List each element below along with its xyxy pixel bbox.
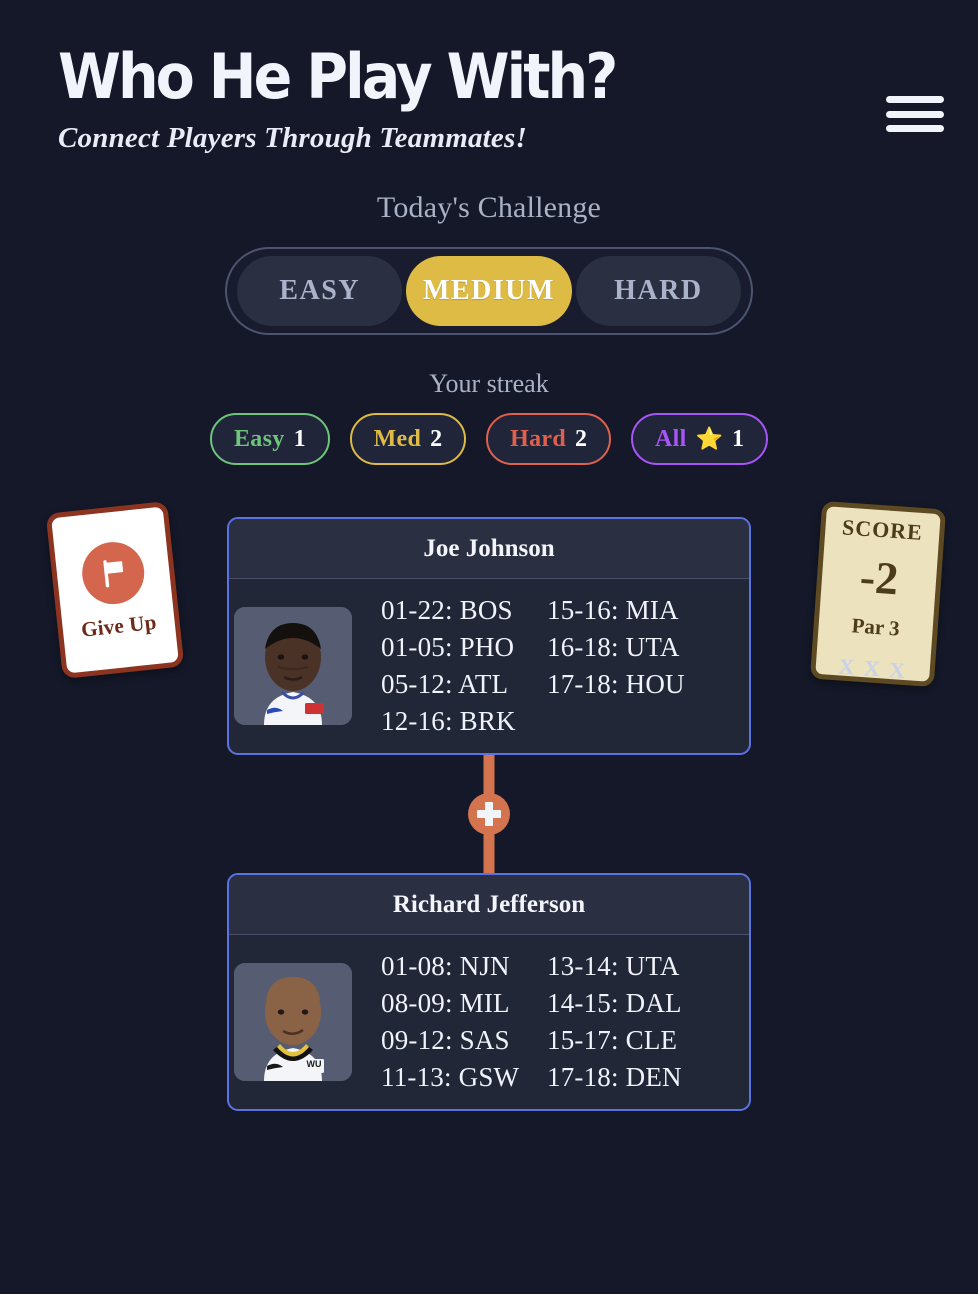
streak-badge-all-count: 1: [731, 425, 744, 452]
page-subtitle: Connect Players Through Teammates!: [58, 122, 527, 154]
challenge-label: Today's Challenge: [376, 191, 602, 224]
hamburger-menu-icon[interactable]: [886, 92, 944, 136]
team-entry: 13-14: UTA: [547, 951, 680, 981]
team-entry: 14-15: DAL: [547, 988, 682, 1018]
flag-icon: [103, 559, 124, 587]
difficulty-option-medium[interactable]: MEDIUM: [406, 256, 572, 326]
streak-badge-med[interactable]: Med 2: [349, 413, 467, 465]
give-up-label: Give Up: [79, 609, 158, 642]
team-entry: 08-09: MIL: [381, 988, 510, 1018]
streak-badge-hard[interactable]: Hard 2: [486, 413, 611, 465]
streak-badge-all[interactable]: All ⭐ 1: [631, 413, 768, 465]
richard-jefferson-headshot: WU: [234, 963, 352, 1081]
scorecard-divider-top: [831, 544, 932, 552]
player-card-body: 01-22: BOS 15-16: MIA 01-05: PHO 16-18: …: [229, 579, 749, 753]
player-photo: [234, 607, 352, 725]
difficulty-option-easy[interactable]: EASY: [237, 256, 403, 326]
scorecard-strikes: X X X: [837, 653, 908, 684]
player-card-joe-johnson[interactable]: Joe Johnson: [227, 517, 751, 755]
scorecard: SCORE -2 Par 3 X X X: [809, 500, 947, 688]
give-up-icon-circle: [79, 538, 148, 607]
team-entry: 01-22: BOS: [381, 595, 513, 625]
team-entry: 12-16: BRK: [381, 706, 516, 736]
difficulty-selector: EASY MEDIUM HARD: [225, 247, 753, 335]
joe-johnson-headshot: [234, 607, 352, 725]
play-area: Give Up SCORE -2 Par 3 X X X Joe Johnson: [0, 500, 978, 1217]
streak-label: Your streak: [429, 369, 549, 398]
player-card-body: WU 01-08: NJN 13-14: UTA 08-09: MIL 14-1…: [229, 935, 749, 1109]
plus-icon-vertical: [485, 802, 493, 826]
scorecard-value: -2: [858, 550, 901, 605]
team-entry: 01-05: PHO: [381, 632, 515, 662]
scorecard-divider-bottom: [824, 642, 925, 650]
streak-badge-hard-label: Hard: [510, 425, 566, 452]
streak-badges: Easy 1 Med 2 Hard 2 All ⭐ 1: [0, 413, 978, 465]
give-up-button[interactable]: Give Up: [45, 501, 185, 679]
team-entry: 15-17: CLE: [547, 1025, 678, 1055]
star-icon: ⭐: [695, 426, 723, 451]
streak-badge-med-label: Med: [373, 425, 422, 452]
streak-badge-easy[interactable]: Easy 1: [210, 413, 330, 465]
player-name: Richard Jefferson: [229, 875, 749, 935]
page-title: Who He Play With?: [58, 40, 618, 113]
svg-text:WU: WU: [307, 1059, 322, 1069]
player-card-richard-jefferson[interactable]: Richard Jefferson: [227, 873, 751, 1111]
scorecard-par: Par 3: [850, 613, 901, 641]
player-name: Joe Johnson: [229, 519, 749, 579]
team-entry: 11-13: GSW: [381, 1062, 520, 1092]
team-entry: 05-12: ATL: [381, 669, 509, 699]
streak-badge-hard-count: 2: [575, 425, 587, 452]
player-photo: WU: [234, 963, 352, 1081]
player-chain: Joe Johnson: [227, 517, 751, 1111]
streak-badge-med-count: 2: [430, 425, 443, 452]
add-player-button[interactable]: [468, 793, 510, 835]
chain-connector: [227, 755, 751, 873]
streak-badge-all-label: All: [655, 425, 687, 452]
team-entry: 17-18: HOU: [547, 669, 685, 699]
team-entry: 09-12: SAS: [381, 1025, 510, 1055]
player-team-history: 01-08: NJN 13-14: UTA 08-09: MIL 14-15: …: [381, 951, 749, 1093]
page-header: Who He Play With? Connect Players Throug…: [0, 0, 978, 155]
streak-badge-easy-label: Easy: [234, 425, 285, 452]
streak-badge-easy-count: 1: [293, 425, 306, 452]
team-entry: 01-08: NJN: [381, 951, 510, 981]
player-team-history: 01-22: BOS 15-16: MIA 01-05: PHO 16-18: …: [381, 595, 749, 737]
scorecard-divider-mid: [826, 605, 927, 613]
team-entry: 16-18: UTA: [547, 632, 680, 662]
difficulty-option-hard[interactable]: HARD: [575, 256, 741, 326]
team-entry: 15-16: MIA: [547, 595, 679, 625]
scorecard-title: SCORE: [841, 514, 924, 545]
hamburger-bar-1: [886, 96, 944, 103]
team-entry: 17-18: DEN: [547, 1062, 682, 1092]
hamburger-bar-2: [886, 110, 944, 118]
hamburger-bar-3: [886, 125, 944, 132]
